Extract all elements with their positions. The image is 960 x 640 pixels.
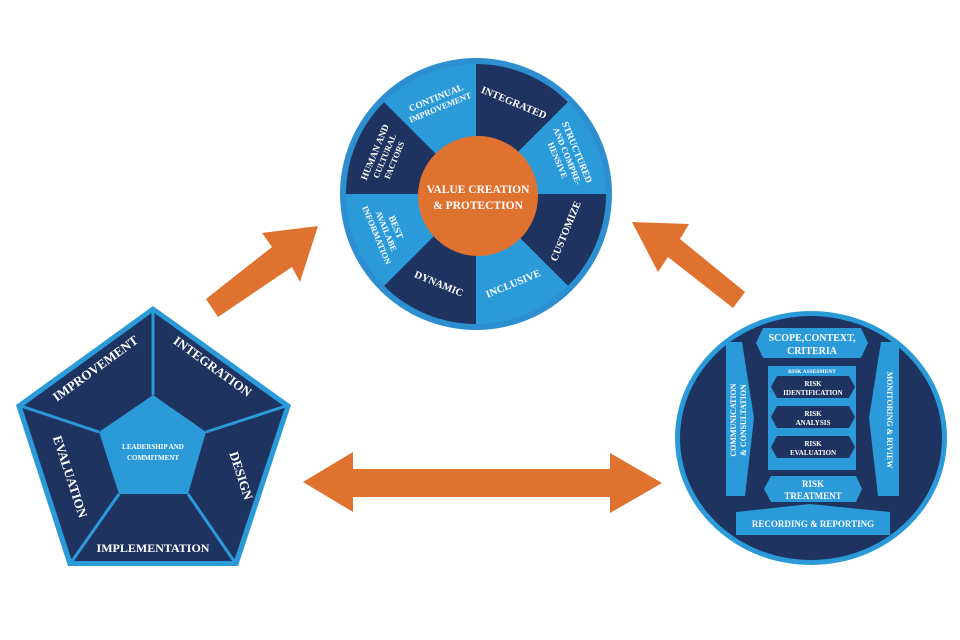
arrow-process-to-principles <box>632 222 745 308</box>
communication-bar <box>726 342 754 496</box>
monitoring-bar <box>869 342 899 496</box>
arrow-bidirectional <box>303 452 662 513</box>
process-circle: SCOPE,CONTEXT, CRITERIA COMMUNICATION & … <box>675 311 947 565</box>
risk-evaluation-box <box>771 436 855 458</box>
risk-identification-line1: RISK <box>804 380 822 388</box>
communication-label-line1: COMMUNICATION <box>729 383 738 456</box>
scope-label-line2: CRITERIA <box>787 346 838 357</box>
risk-analysis-box <box>771 406 855 428</box>
arrow-framework-to-principles <box>206 226 318 317</box>
scope-box <box>756 328 868 358</box>
pentagon-center-label-line1: LEADERSHIP AND <box>122 443 184 451</box>
principles-wheel: VALUE CREATION & PROTECTION INTEGRATEDST… <box>340 58 612 330</box>
framework-pentagon: LEADERSHIP AND COMMITMENT IMPROVEMENT IN… <box>16 306 291 566</box>
scope-label-line1: SCOPE,CONTEXT, <box>768 333 856 344</box>
risk-evaluation-line1: RISK <box>804 440 822 448</box>
risk-evaluation-line2: EVALUATION <box>790 449 836 457</box>
segment-implementation: IMPLEMENTATION <box>97 541 210 555</box>
pentagon-center <box>99 395 206 494</box>
monitoring-label: MONITORING & RIVIEW <box>885 372 894 469</box>
pentagon-spokes <box>17 308 290 565</box>
pentagon-center-label-line2: COMMITMENT <box>127 454 179 462</box>
risk-treatment-box <box>764 476 862 502</box>
wheel-center-label-line1: VALUE CREATION <box>427 184 530 196</box>
risk-analysis-line1: RISK <box>804 410 822 418</box>
risk-assessment-title: RISK ASSESMENT <box>788 369 836 375</box>
risk-identification-box <box>771 376 855 398</box>
recording-reporting-box <box>736 504 890 535</box>
wheel-center-circle <box>418 136 538 256</box>
risk-treatment-line1: RISK <box>802 479 824 489</box>
wheel-center-label-line2: & PROTECTION <box>433 200 523 212</box>
risk-analysis-line2: ANALYSIS <box>796 419 831 427</box>
risk-treatment-line2: TREATMENT <box>784 491 841 501</box>
communication-label-line2: & CONSULTATION <box>739 384 748 456</box>
recording-reporting-label: RECORDING & REPORTING <box>752 519 874 529</box>
risk-identification-line2: IDENTIFICATION <box>783 389 842 397</box>
